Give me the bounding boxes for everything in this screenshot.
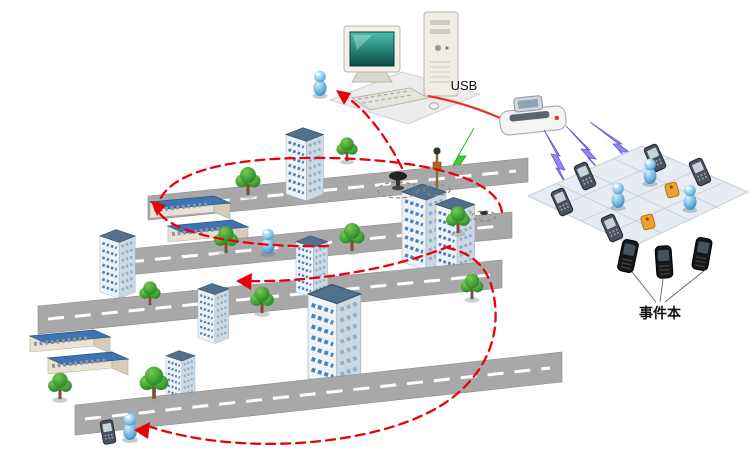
patrol-guard-icon (642, 158, 658, 187)
patrol-route-path (158, 212, 332, 248)
checkpoint-icon (377, 171, 419, 199)
patrol-guard-icon (122, 413, 138, 443)
event-book-pointer-lines (631, 269, 706, 303)
computer-group (312, 11, 482, 125)
patrol-guard-icon (260, 228, 276, 257)
patrol-route-path (240, 244, 452, 283)
event-book-icon (654, 244, 674, 280)
tree-icon (336, 137, 358, 165)
computer-monitor-icon (343, 25, 401, 83)
patrol-guard-icon (610, 182, 626, 211)
office-building-icon (46, 350, 130, 377)
patrol-guard-icon (312, 70, 328, 99)
apartment-building-icon (308, 284, 361, 387)
event-book-icon (690, 236, 714, 272)
keyboard-icon (350, 87, 430, 111)
usb-label: USB (451, 78, 478, 93)
patrol-route-path (156, 156, 504, 214)
device-platform (526, 142, 750, 247)
event-book-label: 事件本 (639, 305, 682, 321)
road (74, 351, 563, 436)
tree-icon (48, 372, 72, 403)
route-arrow-icon (134, 90, 351, 439)
mouse-icon (429, 102, 439, 110)
checkpoint-icon (423, 147, 451, 197)
usb-cable (427, 94, 501, 120)
event-book-group: 事件本 (616, 236, 714, 321)
apartment-building-icon (284, 126, 325, 203)
apartment-building-icon (98, 228, 137, 300)
patrol-guard-icon (682, 184, 698, 213)
checkpoint-icon (471, 210, 497, 222)
patrol-route-path (146, 246, 497, 446)
apartment-building-icon (196, 282, 230, 345)
usb-reader-icon (499, 95, 567, 136)
computer-tower-icon (423, 11, 459, 97)
event-book-icon (616, 237, 640, 275)
